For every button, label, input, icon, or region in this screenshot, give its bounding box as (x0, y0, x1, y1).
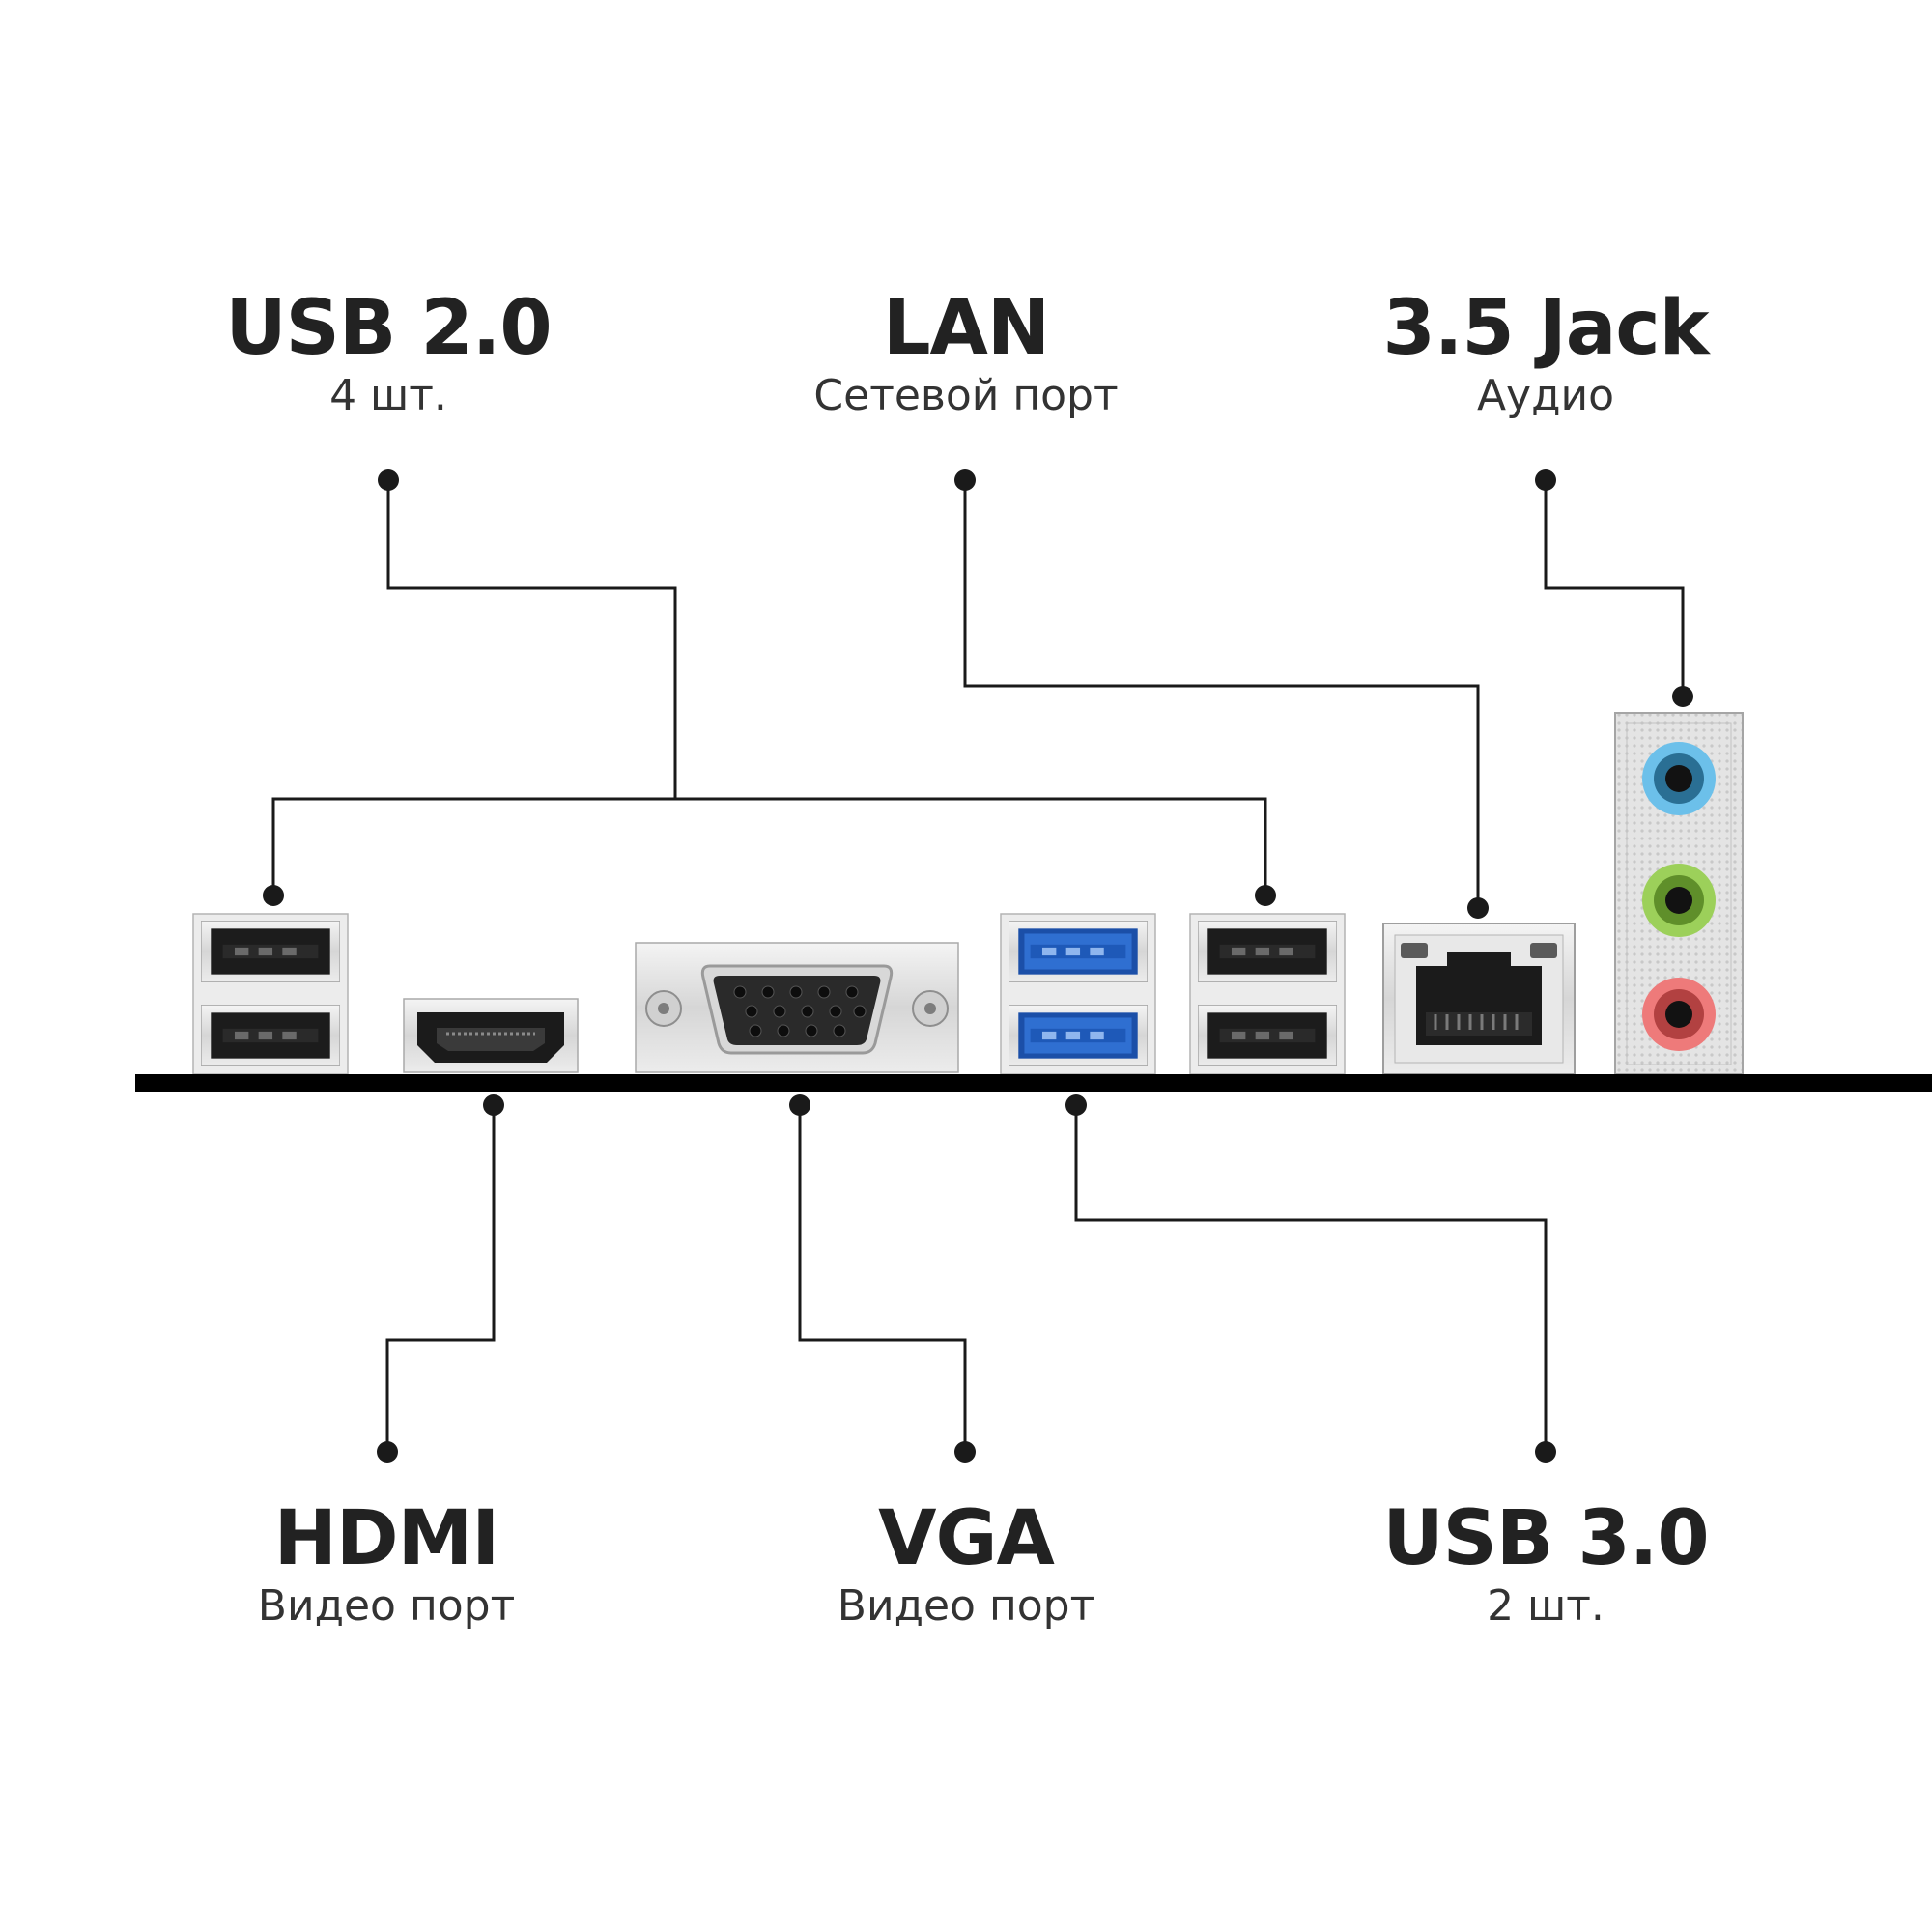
label-vga: VGA Видео порт (676, 1500, 1256, 1634)
label-vga-subtitle: Видео порт (837, 1581, 1095, 1631)
label-usb3-subtitle: 2 шт. (1487, 1581, 1605, 1631)
label-usb3-title: USB 3.0 (1382, 1495, 1709, 1582)
leader-lines-bottom (385, 1105, 1548, 1452)
usb2-port-stack-left (192, 913, 349, 1075)
label-usb2-title: USB 2.0 (225, 285, 552, 372)
label-usb2-subtitle: 4 шт. (329, 371, 447, 420)
board-edge (135, 1074, 1932, 1092)
leader-usb3 (1074, 1105, 1548, 1452)
label-jack-title: 3.5 Jack (1382, 285, 1709, 372)
audio-jack-panel (1614, 712, 1744, 1075)
label-jack-subtitle: Аудио (1476, 371, 1615, 420)
label-lan-subtitle: Сетевой порт (813, 371, 1119, 420)
usb2-port-stack-right (1189, 913, 1346, 1075)
label-hdmi-title: HDMI (273, 1495, 500, 1582)
lan-port (1382, 923, 1576, 1075)
label-usb2: USB 2.0 4 шт. (99, 290, 678, 423)
label-usb3: USB 3.0 2 шт. (1256, 1500, 1835, 1634)
leader-jack (1544, 480, 1685, 696)
leader-hdmi (385, 1105, 496, 1452)
label-lan: LAN Сетевой порт (676, 290, 1256, 423)
leader-dots (263, 469, 1693, 1463)
leader-vga (798, 1105, 967, 1452)
label-lan-title: LAN (882, 285, 1050, 372)
leader-usb2-stem (386, 480, 677, 799)
leader-lan (963, 480, 1480, 908)
hdmi-port (403, 998, 579, 1073)
usb3-port-stack (1000, 913, 1156, 1075)
vga-port (635, 942, 959, 1073)
leader-lines-top (271, 480, 1685, 908)
label-hdmi-subtitle: Видео порт (257, 1581, 516, 1631)
leader-usb2-branch (271, 797, 1267, 895)
label-vga-title: VGA (878, 1495, 1055, 1582)
label-hdmi: HDMI Видео порт (97, 1500, 676, 1634)
label-jack: 3.5 Jack Аудио (1256, 290, 1835, 423)
